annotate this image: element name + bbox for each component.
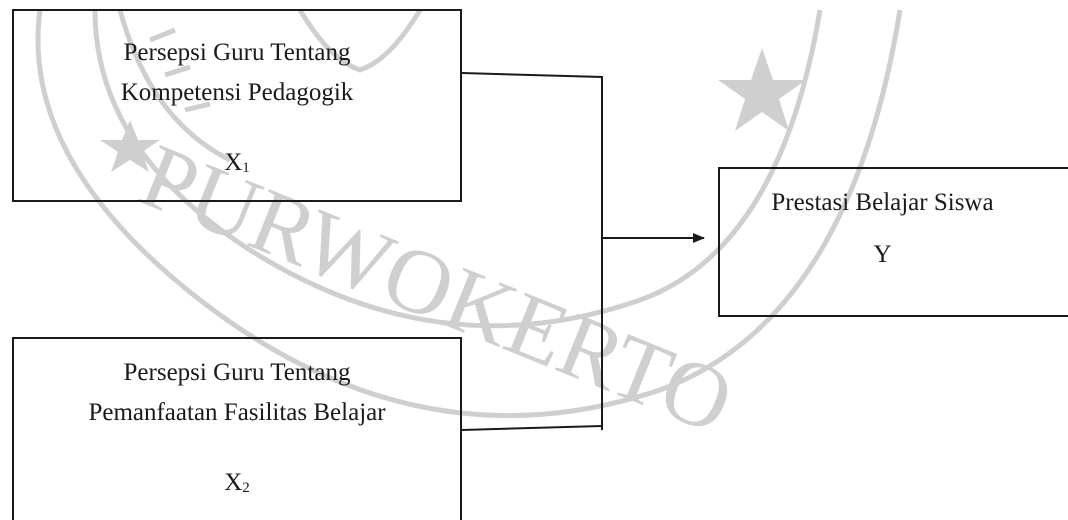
x2-label-line2: Pemanfaatan Fasilitas Belajar (88, 399, 386, 426)
y-label: Prestasi Belajar Siswa (771, 189, 994, 216)
seal-laurel-left (117, 9, 232, 163)
x1-var-sub: 1 (242, 160, 250, 176)
box-x2: Persepsi Guru Tentang Pemanfaatan Fasili… (12, 337, 462, 520)
x2-var-letter: X (224, 469, 243, 496)
x2-label-line1: Persepsi Guru Tentang (123, 359, 351, 386)
star-icon-left (100, 120, 160, 172)
connector-x2 (461, 425, 603, 431)
star-icon-right (718, 48, 806, 131)
box-x1: Persepsi Guru Tentang Kompetensi Pedagog… (12, 9, 462, 202)
x1-label-line2: Kompetensi Pedagogik (120, 79, 354, 106)
seal-emblem-top (297, 8, 423, 73)
y-variable: Y (873, 241, 892, 268)
x1-var-letter: X (224, 149, 243, 176)
x2-var-sub: 2 (242, 480, 250, 496)
x1-variable: X1 (14, 143, 460, 188)
seal-outer-arc (35, 9, 903, 419)
x1-label-line1: Persepsi Guru Tentang (123, 39, 351, 66)
x2-variable: X2 (14, 463, 460, 508)
box-y: Prestasi Belajar Siswa Y (718, 167, 1068, 317)
connector-x1 (461, 72, 603, 430)
